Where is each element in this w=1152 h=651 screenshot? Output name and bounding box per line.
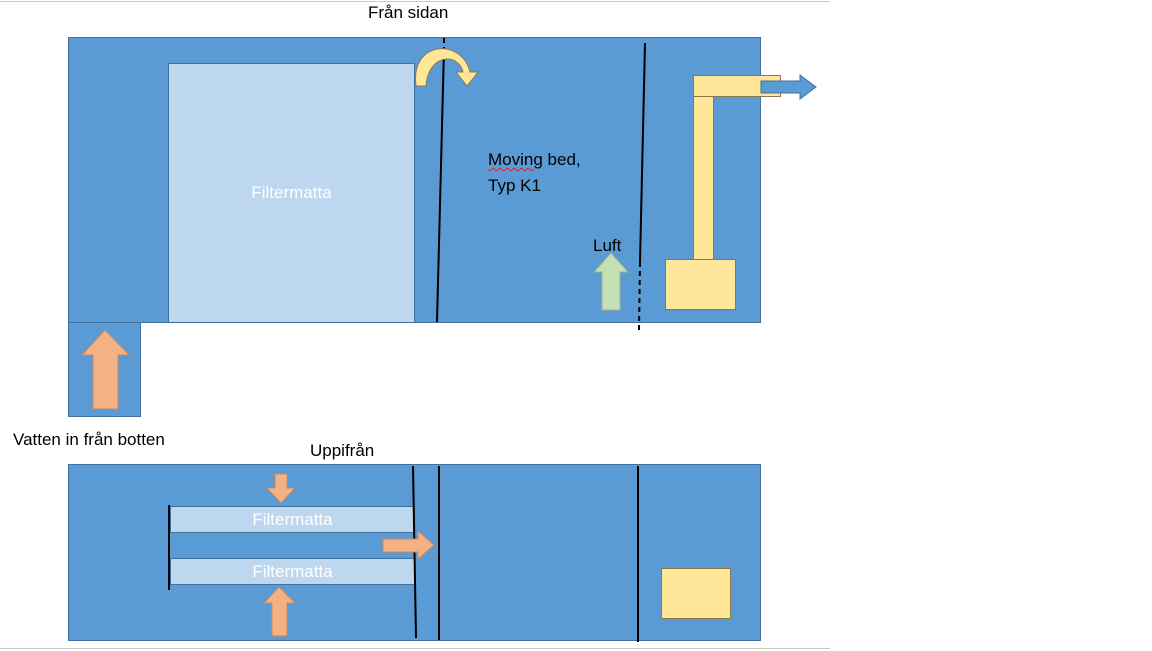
top-inflow-arrow-up [262,586,297,637]
top-view-title: Uppifrån [310,441,375,460]
top-view-filter-label-upper: Filtermatta [252,509,333,529]
top-flow-arrow-right [382,529,435,561]
side-divider-wall-left [436,47,445,323]
air-label: Luft [593,236,622,255]
water-in-label: Vatten in från botten [13,430,165,449]
side-divider-wall-dash-bottom [638,261,641,331]
moving-bed-label: Moving bed, Typ K1 [488,147,581,199]
side-view-pump-box [665,259,736,310]
moving-bed-word-rest: bed, [542,150,581,169]
moving-bed-type: Typ K1 [488,176,541,195]
overflow-curved-arrow [415,48,480,87]
water-inlet-arrow [80,329,131,410]
top-view-filter-mat-upper: Filtermatta [170,506,415,533]
side-view-filter-label: Filtermatta [251,183,332,202]
side-view-filter-mat: Filtermatta [168,63,415,323]
top-view-filter-mat-lower: Filtermatta [170,558,415,585]
top-view-filter-label-lower: Filtermatta [252,561,333,581]
side-view-title: Från sidan [368,3,449,22]
air-arrow [592,252,630,311]
top-border-line [0,1,830,2]
moving-bed-word: Moving [488,150,543,169]
side-divider-wall-right [639,42,646,263]
outlet-arrow [760,74,817,100]
top-view-pump-box [661,568,731,619]
bottom-border-line [0,648,830,649]
top-inflow-arrow-down [265,473,297,504]
